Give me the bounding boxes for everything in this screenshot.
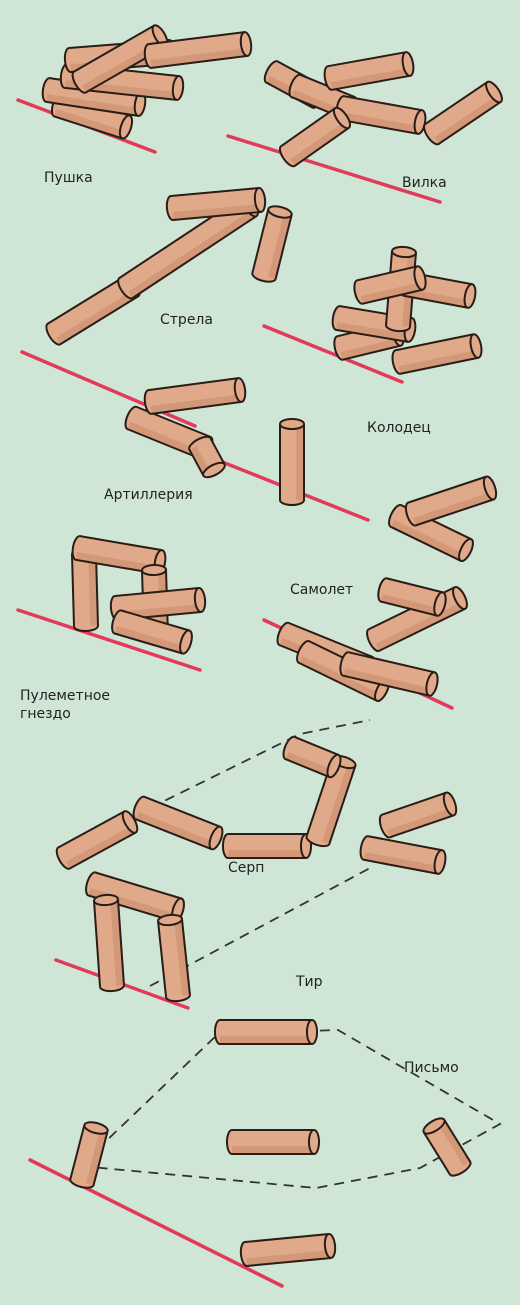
log-fork-5 bbox=[323, 51, 415, 90]
log-letter-2 bbox=[69, 1120, 109, 1190]
label-machinegun-nest: Пулеметное гнездо bbox=[20, 688, 110, 723]
dashed-line-letter bbox=[80, 1030, 500, 1188]
label-fork: Вилка bbox=[402, 175, 447, 193]
log-sickle-6 bbox=[359, 835, 447, 874]
label-plane: Самолет bbox=[290, 582, 353, 600]
log-sickle-5 bbox=[281, 735, 343, 779]
log-sickle-1 bbox=[54, 809, 140, 871]
label-sickle: Серп bbox=[228, 860, 264, 878]
log-range-3 bbox=[158, 914, 191, 1003]
label-shooting-range: Тир bbox=[296, 974, 323, 992]
ground-line-letter bbox=[30, 1160, 282, 1286]
label-cannon: Пушка bbox=[44, 170, 93, 188]
label-artillery: Артиллерия bbox=[104, 487, 193, 505]
log-letter-5 bbox=[240, 1234, 336, 1267]
log-artillery-4 bbox=[280, 419, 304, 505]
log-sickle-2 bbox=[131, 795, 225, 851]
log-fork-6 bbox=[421, 79, 505, 147]
log-right-2 bbox=[403, 475, 498, 527]
log-letter-3 bbox=[227, 1130, 319, 1154]
log-sickle-3 bbox=[223, 834, 311, 858]
log-artillery-2 bbox=[143, 377, 246, 414]
log-sickle-7 bbox=[377, 791, 458, 839]
label-well: Колодец bbox=[367, 420, 431, 438]
log-letter-1 bbox=[215, 1020, 317, 1044]
label-arrow: Стрела bbox=[160, 312, 213, 330]
log-letter-4 bbox=[421, 1115, 473, 1178]
label-letter: Письмо bbox=[404, 1060, 459, 1078]
log-fork-4 bbox=[277, 105, 353, 168]
